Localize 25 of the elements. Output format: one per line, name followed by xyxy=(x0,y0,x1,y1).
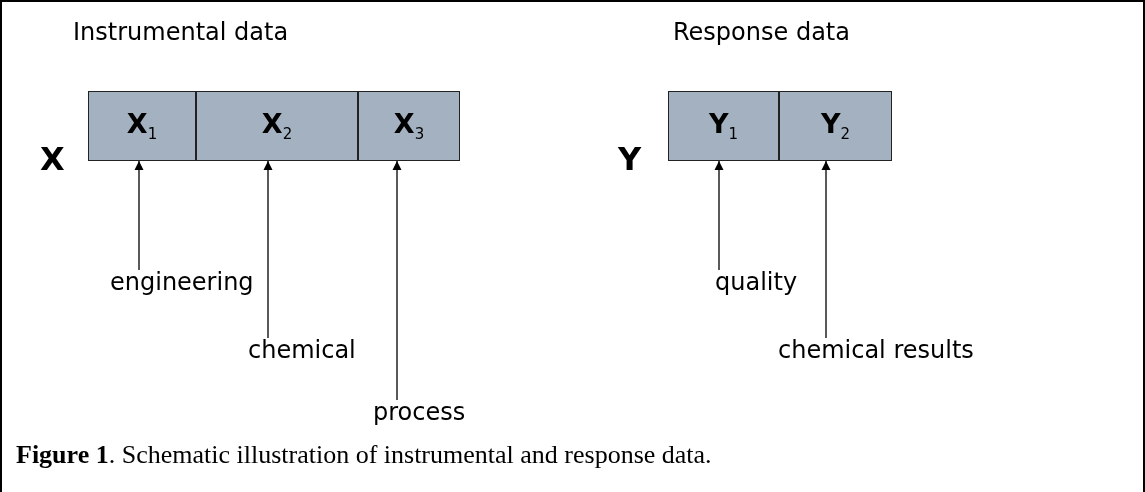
block-symbol: Y$_{2}$ xyxy=(820,108,851,144)
category-label: process xyxy=(373,398,466,426)
block-symbol: X$_{2}$ xyxy=(261,108,293,144)
leader-arrow xyxy=(134,160,144,271)
data-block xyxy=(668,91,779,161)
section-heading: Response data xyxy=(673,18,850,46)
block-symbol: X$_{1}$ xyxy=(126,108,158,144)
leader-arrow xyxy=(821,160,831,339)
figure-caption: Figure 1. Schematic illustration of instrumental and response data. xyxy=(16,440,712,470)
data-block xyxy=(358,91,460,161)
category-label: engineering xyxy=(110,268,254,296)
category-label: chemical xyxy=(248,336,356,364)
matrix-symbol: Y xyxy=(618,140,642,178)
leader-arrow xyxy=(392,160,402,401)
category-label: chemical results xyxy=(778,336,974,364)
block-symbol: X$_{3}$ xyxy=(393,108,425,144)
data-block xyxy=(88,91,196,161)
section-heading: Instrumental data xyxy=(73,18,289,46)
category-label: quality xyxy=(715,268,798,296)
block-symbol: Y$_{1}$ xyxy=(708,108,739,144)
leader-arrow xyxy=(263,160,273,339)
matrix-symbol: X xyxy=(40,140,65,178)
data-block xyxy=(779,91,892,161)
data-block xyxy=(196,91,358,161)
leader-arrow xyxy=(714,160,724,271)
